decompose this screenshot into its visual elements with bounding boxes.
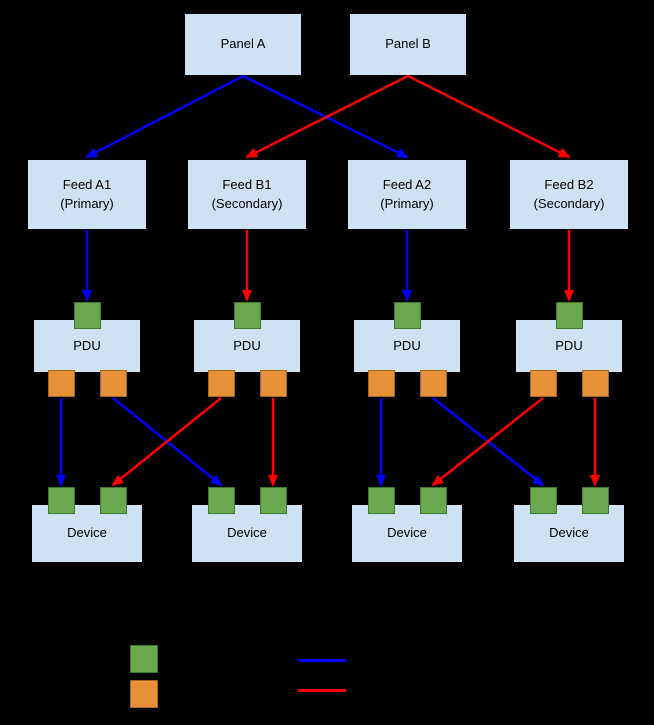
- node-feed-a1: Feed A1 (Primary): [28, 160, 146, 229]
- node-pdu-1: PDU: [34, 320, 140, 372]
- node-feed-a2-sublabel: (Primary): [380, 195, 434, 211]
- pdu-1-output-port-left: [48, 370, 75, 397]
- node-feed-b2-label: Feed B2: [544, 176, 594, 192]
- edge-pdu-4-out-l-to-dev-3-in-r: [431, 397, 544, 487]
- pdu-2-output-port-right: [260, 370, 287, 397]
- pdu-1-input-port: [74, 302, 101, 329]
- node-device-2: Device: [192, 505, 302, 562]
- node-feed-a2-label: Feed A2: [382, 176, 432, 192]
- node-panel-b: Panel B: [350, 14, 466, 75]
- edge-panel-a-out-to-feed-a2-in: [242, 74, 409, 159]
- edge-panel-b-out-to-feed-b1-in: [245, 74, 409, 159]
- pdu-3-output-port-right: [420, 370, 447, 397]
- pdu-4-input-port: [556, 302, 583, 329]
- node-device-3-label: Device: [387, 525, 427, 541]
- pdu-2-input-port: [234, 302, 261, 329]
- device-3-input-port-left: [368, 487, 395, 514]
- node-device-1-label: Device: [67, 525, 107, 541]
- node-panel-b-label: Panel B: [385, 36, 431, 52]
- node-device-4-label: Device: [549, 525, 589, 541]
- device-4-input-port-right: [582, 487, 609, 514]
- node-device-2-label: Device: [227, 525, 267, 541]
- node-pdu-4-label: PDU: [555, 337, 583, 353]
- node-feed-a1-label: Feed A1: [62, 176, 112, 192]
- node-feed-b2-sublabel: (Secondary): [533, 195, 605, 211]
- node-pdu-3-label: PDU: [393, 337, 421, 353]
- node-panel-a: Panel A: [185, 14, 301, 75]
- node-feed-a1-sublabel: (Primary): [60, 195, 114, 211]
- node-feed-b1: Feed B1 (Secondary): [188, 160, 306, 229]
- pdu-3-input-port: [394, 302, 421, 329]
- edge-pdu-3-out-r-to-dev-4-in-l: [432, 397, 545, 487]
- legend-green-square-swatch: [130, 645, 158, 673]
- pdu-4-output-port-left: [530, 370, 557, 397]
- node-device-3: Device: [352, 505, 462, 562]
- node-feed-b2: Feed B2 (Secondary): [510, 160, 628, 229]
- node-panel-a-label: Panel A: [220, 36, 266, 52]
- pdu-3-output-port-left: [368, 370, 395, 397]
- pdu-1-output-port-right: [100, 370, 127, 397]
- device-1-input-port-left: [48, 487, 75, 514]
- pdu-2-output-port-left: [208, 370, 235, 397]
- device-2-input-port-right: [260, 487, 287, 514]
- device-2-input-port-left: [208, 487, 235, 514]
- legend-blue-line-swatch: [298, 659, 346, 662]
- node-feed-b1-label: Feed B1: [222, 176, 272, 192]
- edge-pdu-1-out-r-to-dev-2-in-l: [112, 397, 223, 487]
- legend-orange-square-swatch: [130, 680, 158, 708]
- node-pdu-1-label: PDU: [73, 337, 101, 353]
- edge-panel-a-out-to-feed-a1-in: [85, 74, 244, 159]
- node-device-4: Device: [514, 505, 624, 562]
- node-pdu-2-label: PDU: [233, 337, 261, 353]
- pdu-4-output-port-right: [582, 370, 609, 397]
- device-3-input-port-right: [420, 487, 447, 514]
- node-device-1: Device: [32, 505, 142, 562]
- legend-red-line-swatch: [298, 689, 346, 692]
- device-4-input-port-left: [530, 487, 557, 514]
- edge-pdu-2-out-l-to-dev-1-in-r: [111, 397, 222, 487]
- device-1-input-port-right: [100, 487, 127, 514]
- edge-panel-b-out-to-feed-b2-in: [407, 74, 571, 159]
- node-feed-b1-sublabel: (Secondary): [211, 195, 283, 211]
- node-feed-a2: Feed A2 (Primary): [348, 160, 466, 229]
